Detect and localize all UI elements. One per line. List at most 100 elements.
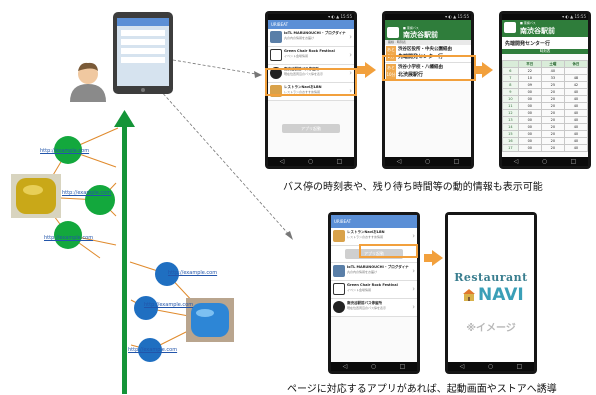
app-bar: URIBEAT — [268, 20, 354, 29]
list-item-subtitle: レストランのおすすめ情報 — [347, 235, 384, 239]
status-bar: ▾ ◐ ▲ 15:55 — [385, 14, 471, 20]
route-via: 渋谷小学校・八幡経由 — [398, 65, 443, 70]
minute-cell: 09 — [517, 81, 542, 89]
list-item-title: レストランNaviおLBN — [347, 230, 385, 234]
bus-stop-header: ■ 東横バス 南渋谷駅前 — [385, 25, 471, 40]
dashed-flow-to-app-list — [172, 59, 263, 76]
dashed-arrowhead-bottom — [285, 231, 293, 240]
minute-cell: 48 — [563, 74, 588, 82]
restaurant-building-icon — [462, 287, 476, 301]
android-nav-bar: ◁ ○ □ — [502, 157, 588, 166]
chevron-right-icon: › — [412, 303, 415, 311]
hour-cell: 9 — [502, 88, 519, 96]
bus-app-icon — [270, 67, 282, 79]
back-icon[interactable]: ◁ — [459, 363, 465, 370]
route-title: 先端開発センター行 — [502, 37, 588, 49]
bus-stop-name: 南渋谷駅前 — [403, 31, 438, 39]
caption-dynamic-info: バス停の時刻表や、残り待ち時間等の動的情報も表示可能 — [283, 182, 543, 193]
launch-app-button[interactable]: アプリ起動 — [282, 124, 340, 133]
phone-bus-stop: ▾ ◐ ▲ 15:55 ■ 東横バス 南渋谷駅前 路線 · 時刻表 あと 2分 … — [382, 11, 474, 169]
home-icon[interactable]: ○ — [487, 363, 494, 370]
app-icon — [333, 265, 345, 277]
recents-icon[interactable]: □ — [399, 363, 406, 370]
phone-splash: Restaurant NAVI ※イメージ ◁○□ — [445, 212, 537, 374]
web-page-node — [54, 221, 82, 249]
app-icon — [270, 31, 282, 43]
minute-cell: 40 — [540, 67, 565, 75]
hour-cell: 10 — [502, 95, 519, 103]
android-nav-bar: ◁ ○ □ — [331, 362, 417, 371]
route-via: 渋谷区役所・中央公園経由 — [398, 47, 452, 52]
list-item[interactable]: Green Chair Rock Festival イベント会場情報 › — [268, 47, 354, 65]
column-header[interactable]: 土曜 — [540, 60, 565, 68]
user-smartphone — [113, 12, 173, 94]
list-item[interactable]: IoTL MARUNOUCHI - ブログダイナ 丸の内の情報をお届け › — [331, 263, 417, 281]
web-page-node — [85, 185, 115, 215]
home-icon[interactable]: ○ — [541, 158, 548, 165]
app-icon — [333, 283, 345, 295]
back-icon[interactable]: ◁ — [279, 158, 285, 165]
list-item[interactable]: 南渋谷駅前バス停留所 現在位置周辺のバス停を表示 › — [331, 299, 417, 317]
list-item[interactable]: IoTL MARUNOUCHI - ブログダイナ 丸の内の情報をお届け › — [268, 29, 354, 47]
column-header[interactable]: 平日 — [517, 60, 542, 68]
list-item-title: レストランNaviおLBN — [284, 85, 322, 89]
url-label-left-3[interactable]: http://example.com — [44, 235, 94, 241]
minute-cell: 20 — [540, 130, 565, 138]
back-icon[interactable]: ◁ — [513, 158, 519, 165]
list-item-subtitle: レストランのおすすめ情報 — [284, 90, 321, 94]
list-item-subtitle: 現在位置周辺のバス停を表示 — [347, 306, 387, 310]
chevron-right-icon: › — [349, 87, 352, 95]
phone-timetable: ▾ ◐ ▲ 15:55 ■ 東横バス 南渋谷駅前 先端開発センター行 時刻表 平… — [499, 11, 591, 169]
back-icon[interactable]: ◁ — [396, 158, 402, 165]
chevron-right-icon: › — [349, 33, 352, 41]
android-nav-bar: ◁ ○ □ — [268, 157, 354, 166]
url-label-right-2[interactable]: http://example.com — [144, 302, 194, 308]
web-page-node — [134, 296, 158, 320]
android-nav-bar: ◁ ○ □ — [448, 362, 534, 371]
minute-cell: 20 — [540, 144, 565, 152]
bus-stop-screen: ▾ ◐ ▲ 15:55 ■ 東横バス 南渋谷駅前 路線 · 時刻表 あと 2分 … — [385, 14, 471, 166]
minute-cell: 22 — [517, 67, 542, 75]
status-bar: ▾ ◐ ▲ 15:55 — [502, 14, 588, 20]
url-label-left-2[interactable]: http://example.com — [62, 190, 112, 196]
home-icon[interactable]: ○ — [424, 158, 431, 165]
minute-cell: 20 — [540, 137, 565, 145]
recents-icon[interactable]: □ — [516, 363, 523, 370]
recents-icon[interactable]: □ — [336, 158, 343, 165]
status-bar: ▾ ◐ ▲ 15:55 — [268, 14, 354, 20]
operator-label: ■ 東横バス — [520, 21, 536, 25]
minute-cell: 00 — [517, 116, 542, 124]
home-icon[interactable]: ○ — [370, 363, 377, 370]
bus-stop-tabs[interactable]: 路線 · 時刻表 — [385, 40, 471, 45]
launch-app-button[interactable]: アプリ起動 — [345, 249, 403, 259]
recents-icon[interactable]: □ — [453, 158, 460, 165]
recents-icon[interactable]: □ — [570, 158, 577, 165]
list-item-subtitle: 現在位置周辺のバス停を表示 — [284, 72, 324, 76]
column-header[interactable]: 休日 — [563, 60, 588, 68]
bus-stop-badge-icon — [504, 22, 516, 33]
minute-cell: 33 — [540, 74, 565, 82]
hour-cell: 15 — [502, 130, 519, 138]
app-bar — [385, 20, 471, 25]
user-person-icon — [70, 62, 106, 102]
back-icon[interactable]: ◁ — [342, 363, 348, 370]
chevron-right-icon: › — [349, 69, 352, 77]
url-label-right-3[interactable]: http://example.com — [128, 347, 178, 353]
url-label-left-1[interactable]: http://example.com — [40, 148, 90, 154]
url-label-right-1[interactable]: http://example.com — [168, 270, 218, 276]
minute-cell: 00 — [517, 102, 542, 110]
minute-cell: 40 — [563, 123, 588, 131]
list-item-subtitle: 丸の内の情報をお届け — [284, 36, 315, 40]
home-icon[interactable]: ○ — [307, 158, 314, 165]
minute-cell: 40 — [563, 116, 588, 124]
hour-cell: 13 — [502, 116, 519, 124]
list-item[interactable]: Green Chair Rock Festival イベント会場情報 › — [331, 281, 417, 299]
